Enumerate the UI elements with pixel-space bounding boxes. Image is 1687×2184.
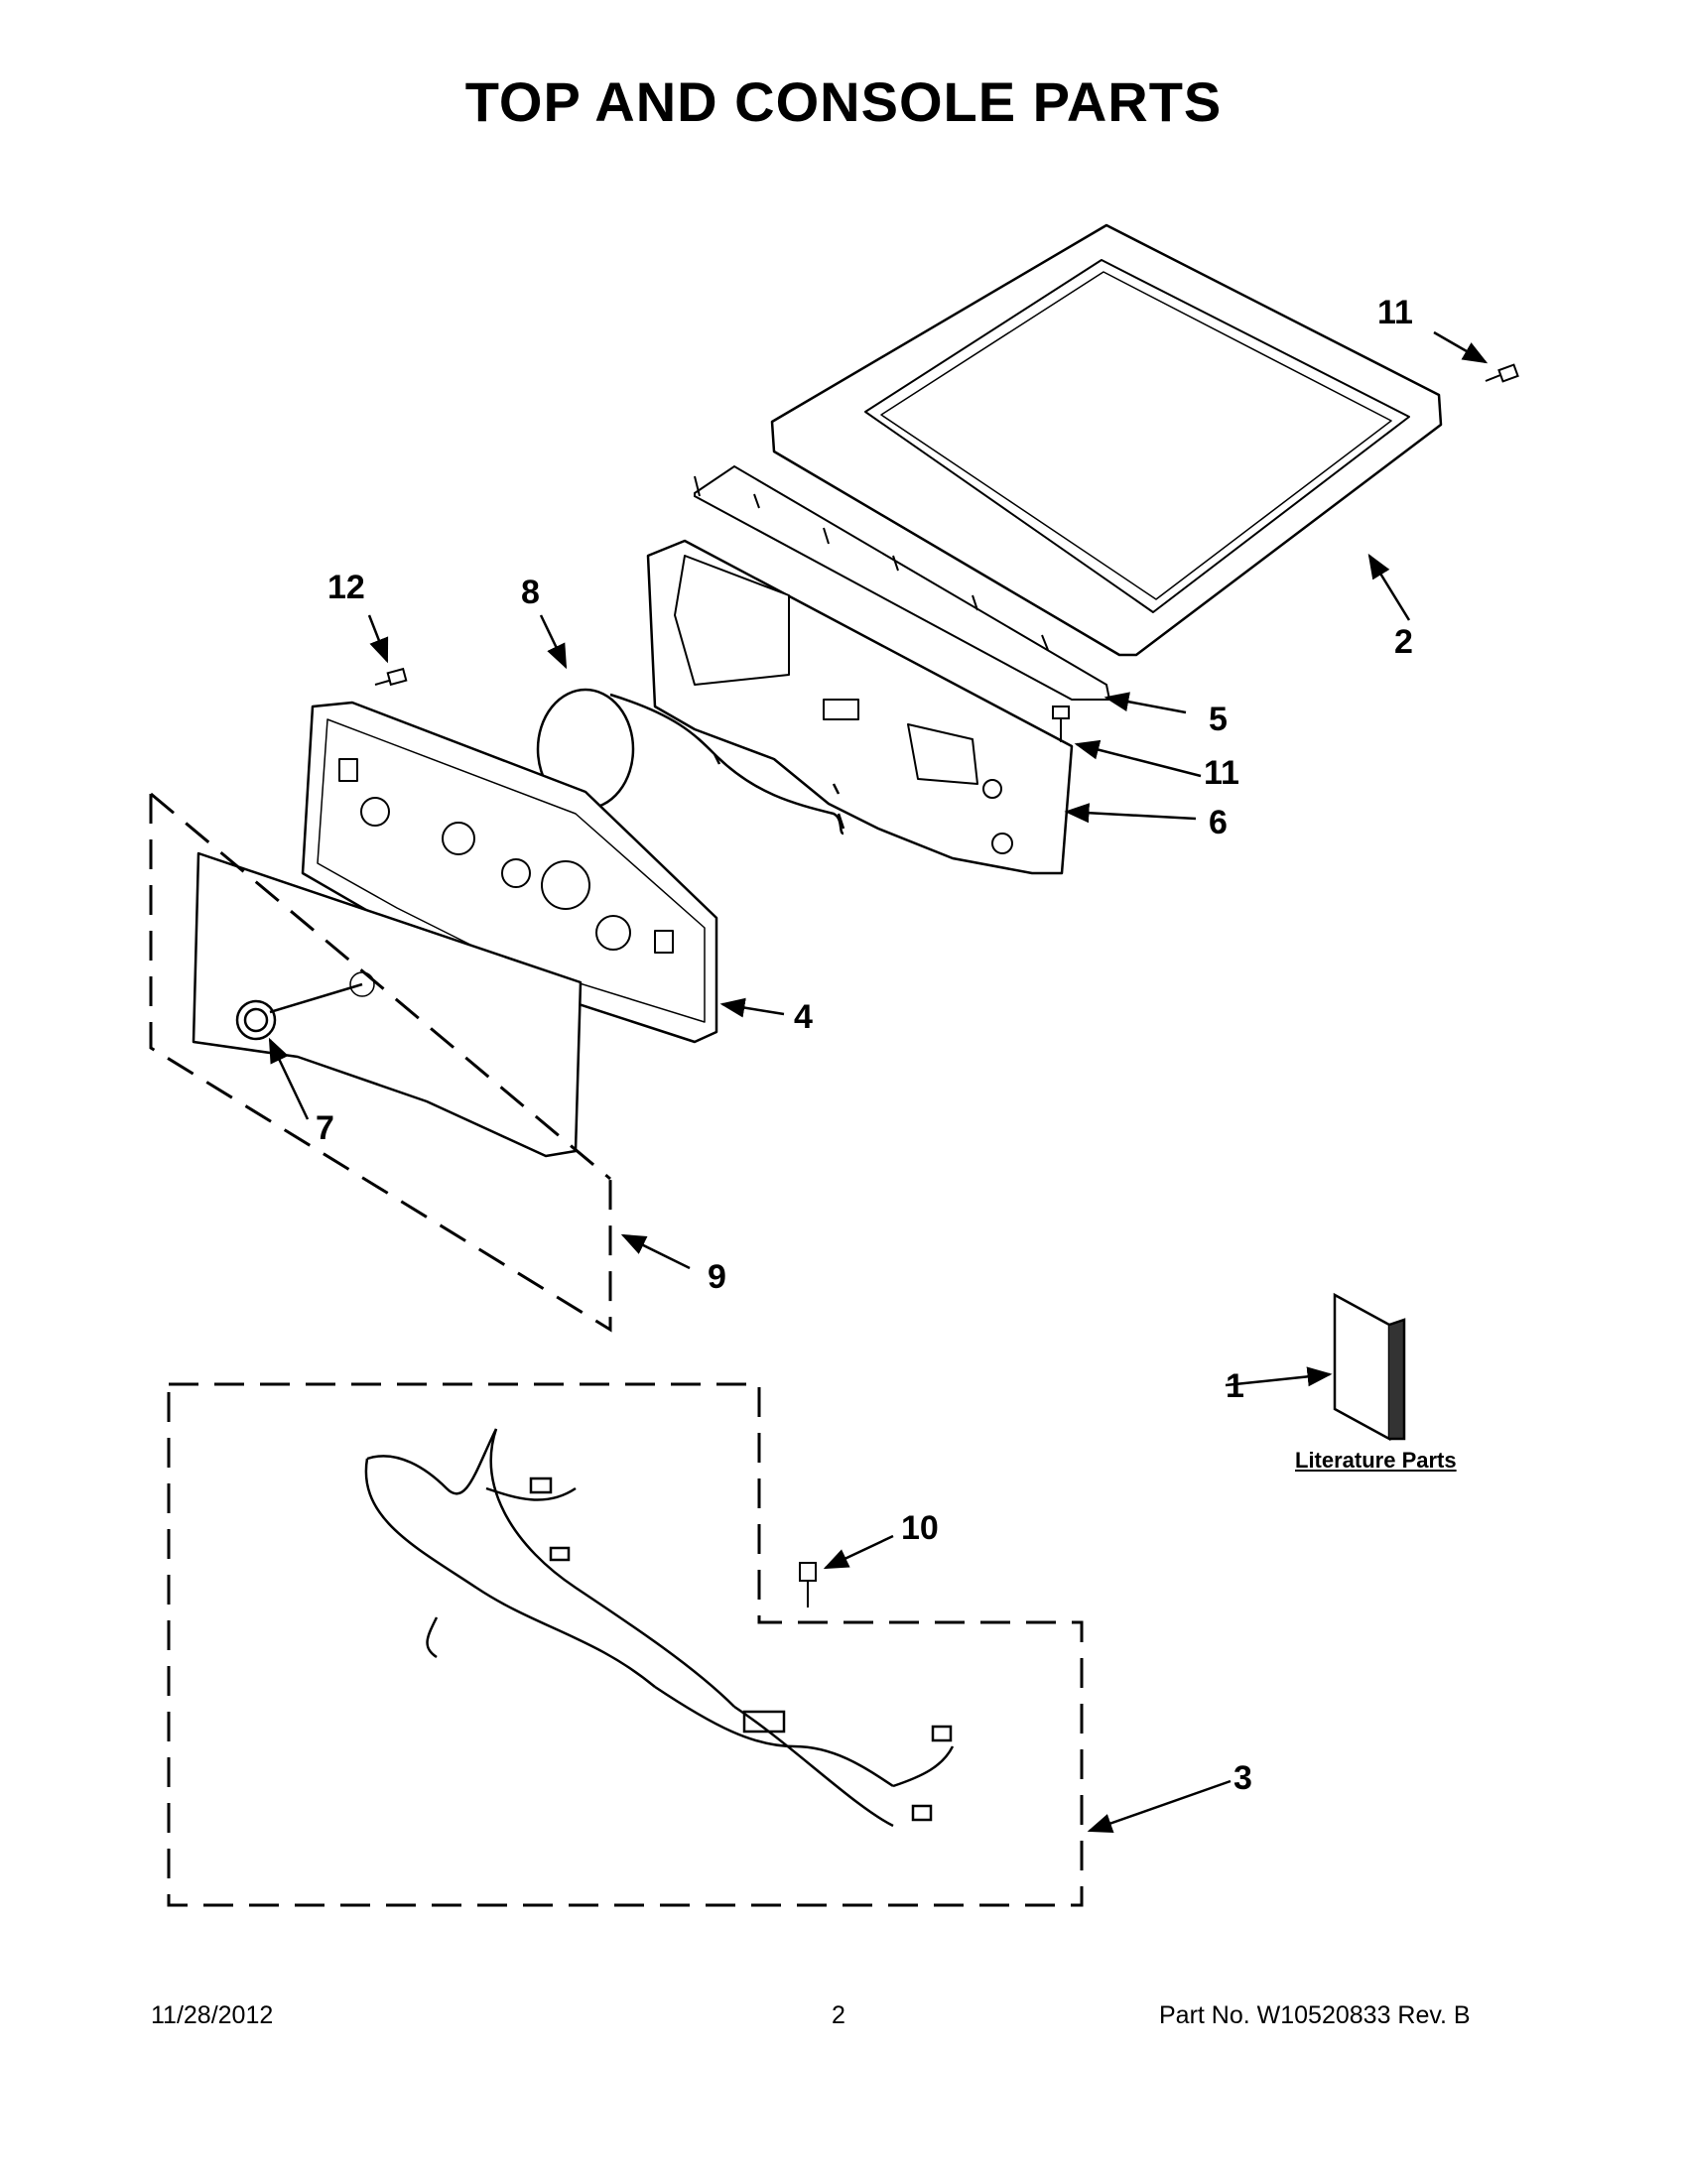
callout-5: 5 <box>1209 701 1228 738</box>
page-title: TOP AND CONSOLE PARTS <box>464 70 1223 133</box>
screw-12 <box>374 667 408 687</box>
screw-10 <box>799 1562 817 1607</box>
callout-3: 3 <box>1233 1759 1252 1797</box>
callout-6: 6 <box>1209 804 1228 841</box>
knob <box>235 982 363 1041</box>
literature-parts-label: Literature Parts <box>1295 1448 1457 1473</box>
main-harness <box>364 1428 955 1828</box>
leader-arrows <box>268 330 1489 1833</box>
callout-9: 9 <box>708 1258 726 1296</box>
footer-page-number: 2 <box>832 2001 845 2029</box>
callout-7: 7 <box>316 1109 334 1147</box>
callout-11-mid: 11 <box>1204 754 1239 792</box>
literature-booklet <box>1333 1292 1406 1442</box>
callout-10: 10 <box>901 1509 939 1547</box>
callout-11-top: 11 <box>1377 294 1413 331</box>
top-panel <box>770 223 1443 657</box>
screw-11-top <box>1485 363 1519 383</box>
console-panel <box>301 701 718 1044</box>
screw-11-mid <box>1052 706 1070 742</box>
footer-part-number: Part No. W10520833 Rev. B <box>1159 2001 1471 2029</box>
console-back <box>646 539 1074 875</box>
callout-4: 4 <box>794 998 813 1036</box>
dashed-boxes <box>149 792 1084 1907</box>
callout-12: 12 <box>327 569 365 606</box>
overlay <box>192 851 583 1158</box>
callout-8: 8 <box>521 574 540 611</box>
callout-1: 1 <box>1226 1367 1244 1405</box>
footer-date: 11/28/2012 <box>151 2001 274 2029</box>
callout-2: 2 <box>1394 623 1413 661</box>
